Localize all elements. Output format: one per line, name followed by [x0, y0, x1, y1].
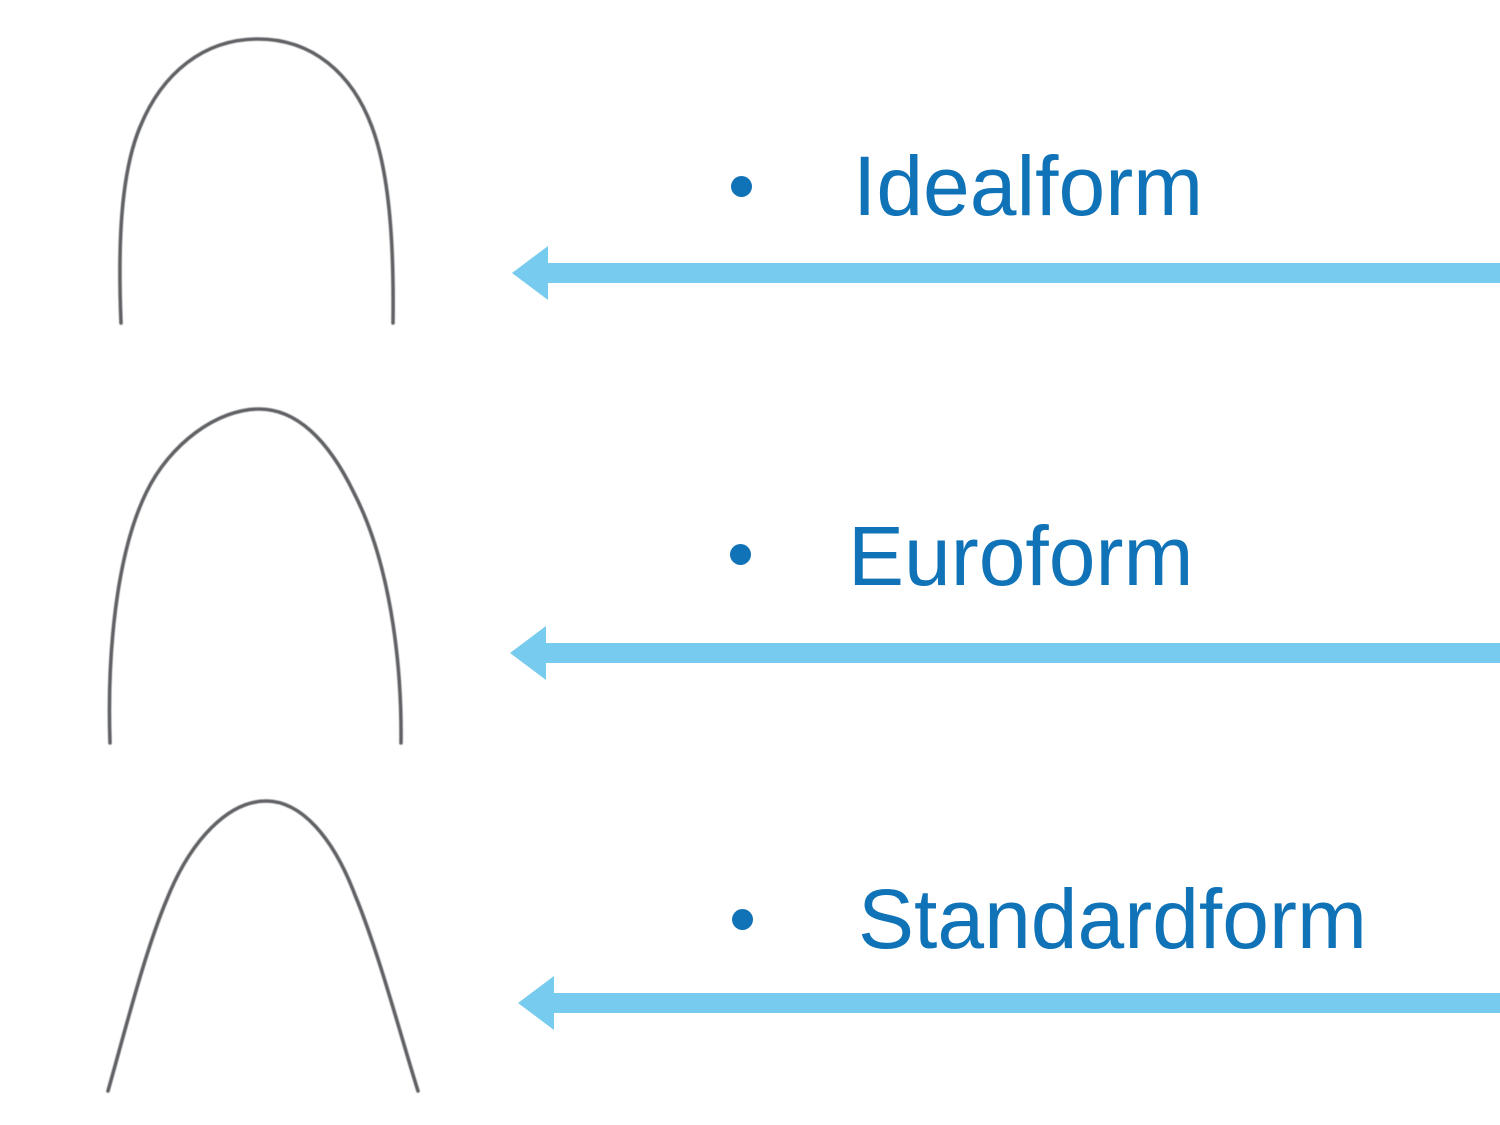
idealform-label: Idealform	[853, 139, 1204, 233]
standardform-label: Standardform	[858, 872, 1367, 966]
bullet-icon	[730, 544, 751, 565]
left-arrow-icon	[518, 976, 1500, 1030]
archwire-standardform-image	[106, 799, 420, 1093]
archwire-idealform-image	[118, 37, 395, 325]
left-arrow-icon	[512, 246, 1500, 300]
bullet-icon	[731, 176, 752, 197]
wire-path	[118, 37, 395, 325]
archwire-euroform-image	[107, 407, 403, 745]
wire-path	[107, 407, 403, 745]
euroform-label: Euroform	[848, 509, 1194, 603]
wire-path	[106, 799, 420, 1093]
left-arrow-icon	[510, 626, 1500, 680]
bullet-icon	[732, 909, 753, 930]
